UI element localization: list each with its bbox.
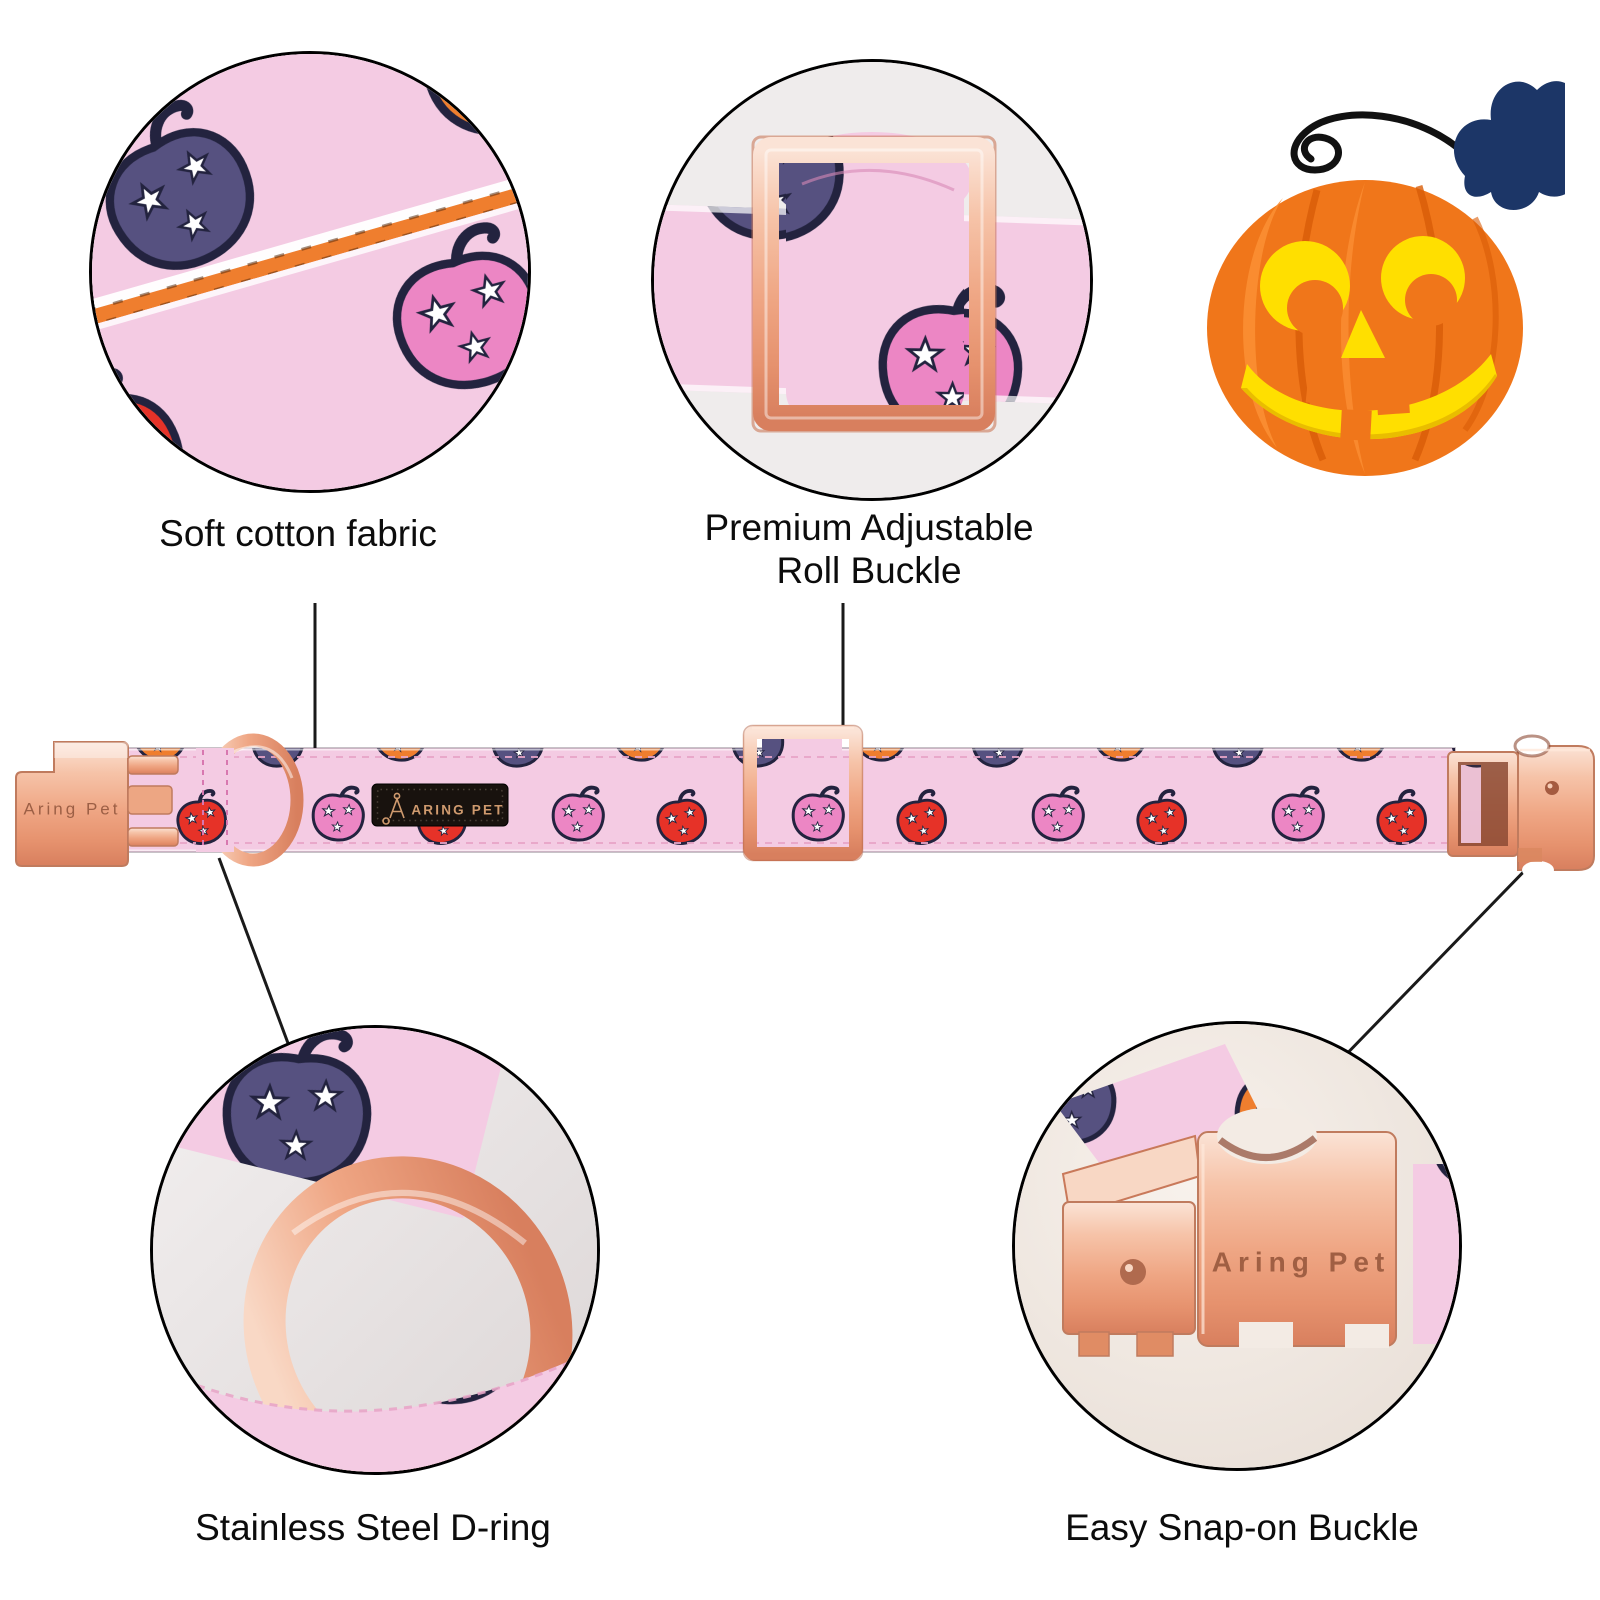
caption-soft-cotton: Soft cotton fabric	[159, 512, 437, 555]
collar-brand-tag: ARING PET	[371, 783, 509, 827]
collar-d-ring	[196, 733, 304, 867]
collar-right-buckle	[1447, 734, 1595, 879]
d-ring-closeup-art	[153, 1028, 597, 1472]
roll-buckle-circle	[651, 59, 1093, 501]
caption-snap-buckle-text: Easy Snap-on Buckle	[1065, 1507, 1419, 1548]
d-ring-closeup-circle	[150, 1025, 600, 1475]
jack-o-lantern-illustration	[1207, 81, 1565, 476]
pumpkin-right-eye	[1381, 236, 1465, 326]
caption-snap-buckle: Easy Snap-on Buckle	[1065, 1506, 1419, 1549]
brand-tag-text: ARING PET	[411, 803, 504, 818]
snap-buckle-engraving: Aring Pet	[1212, 1246, 1390, 1277]
leader-line-snap-buckle	[1331, 858, 1537, 1070]
collar-left-buckle: Aring Pet	[15, 741, 179, 867]
pumpkin-nose	[1341, 310, 1385, 358]
dog-collar: ARING PET Aring Pet	[15, 724, 1595, 879]
pumpkin-left-eye	[1260, 241, 1350, 336]
snap-buckle-female-part: Aring Pet	[1197, 1108, 1397, 1348]
roll-buckle-art	[654, 62, 1090, 498]
fabric-roll	[786, 154, 964, 424]
caption-soft-cotton-text: Soft cotton fabric	[159, 513, 437, 554]
collar-slider-buckle	[742, 724, 864, 862]
fabric-closeup-art	[92, 54, 528, 490]
caption-roll-buckle-line2: Roll Buckle	[776, 550, 962, 591]
pumpkin-mouth	[1241, 354, 1497, 441]
strap-into-buckle	[1055, 1044, 1265, 1184]
snap-buckle-closeup-circle: Aring Pet	[1012, 1021, 1462, 1471]
roll-buckle-frame	[753, 137, 995, 431]
right-buckle-pin	[1545, 781, 1559, 795]
snap-buckle-closeup-art: Aring Pet	[1015, 1024, 1459, 1468]
pumpkin-leaf	[1454, 81, 1565, 210]
fabric-straps	[92, 54, 528, 490]
caption-d-ring-text: Stainless Steel D-ring	[195, 1507, 551, 1548]
caption-roll-buckle: Premium Adjustable Roll Buckle	[704, 506, 1033, 592]
collar-webbing	[124, 747, 1456, 853]
caption-roll-buckle-line1: Premium Adjustable	[704, 507, 1034, 548]
fabric-closeup-circle	[89, 51, 531, 493]
caption-d-ring: Stainless Steel D-ring	[195, 1506, 551, 1549]
snap-buckle-male-part	[1061, 1134, 1202, 1357]
left-buckle-engraving: Aring Pet	[24, 799, 121, 818]
pumpkin-vine	[1290, 111, 1469, 174]
leader-line-d-ring	[217, 857, 297, 1063]
brand-tag-dog-logo	[382, 792, 405, 825]
